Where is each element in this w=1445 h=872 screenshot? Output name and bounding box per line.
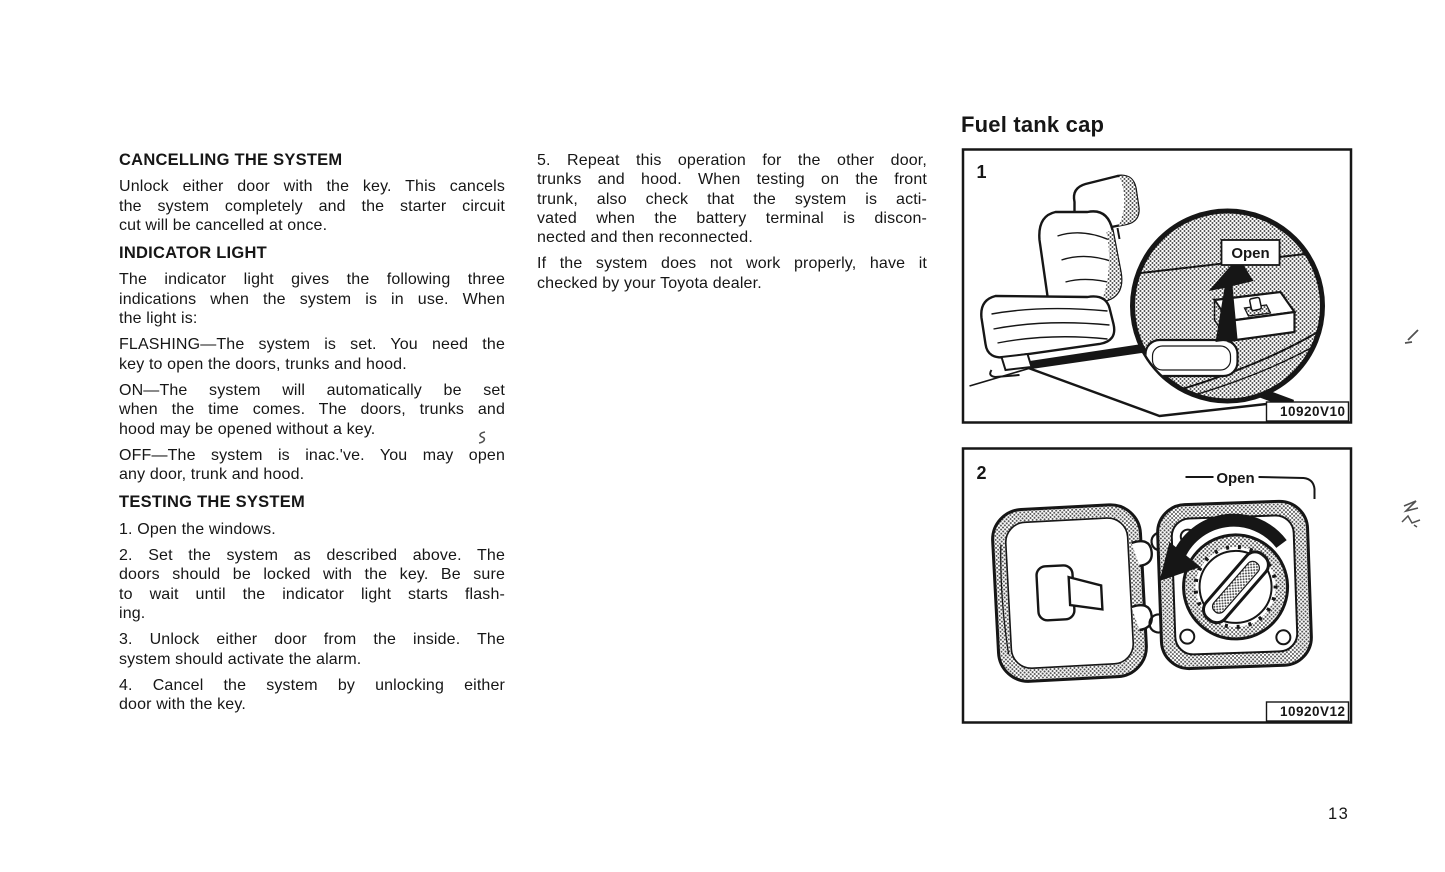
open-callout-box	[1220, 239, 1281, 266]
page-title: Fuel tank cap	[961, 112, 1105, 137]
fuel-filler-door	[991, 503, 1148, 683]
open-callout: Open	[1185, 470, 1316, 499]
turn-open-arrow	[1159, 513, 1287, 581]
figure-number: 2	[977, 463, 987, 483]
screw	[1179, 628, 1196, 645]
magnifier-circle: Open	[1130, 208, 1325, 404]
step-1: 1. Open the windows.	[119, 520, 276, 538]
scan-artifact	[478, 431, 486, 444]
step-4: 4. Cancel the system by unlocking either…	[119, 676, 505, 714]
fuel-tank-cap	[1182, 533, 1290, 641]
figure-1-illustration: Open 1 10920V10	[961, 148, 1353, 424]
paragraph-dealer-note: If the system does not work properly, ha…	[537, 255, 927, 292]
screw	[1275, 629, 1292, 646]
step-3: 3. Unlock either door from the inside. T…	[119, 631, 505, 668]
left-text-column: CANCELLING THE SYSTEM Unlock either door…	[119, 151, 505, 721]
paragraph: Unlock either door with the key. This ca…	[119, 178, 505, 234]
section-heading-testing: TESTING THE SYSTEM	[119, 493, 306, 512]
figure-code-box	[1265, 701, 1350, 722]
open-callout-label: Open	[1231, 245, 1269, 262]
paragraph: The indicator light gives the following …	[119, 271, 505, 328]
middle-text-column: 5. Repeat this operation for the other d…	[537, 151, 927, 300]
pull-up-arrow	[1208, 257, 1254, 342]
section-heading-indicator-light: INDICATOR LIGHT	[119, 244, 267, 263]
figure-number: 1	[977, 162, 987, 182]
right-figure-column: Fuel tank cap	[961, 112, 1353, 724]
paragraph-off: OFF—The system is inac.'ve. You may open…	[119, 446, 505, 484]
filler-recess	[1156, 499, 1313, 671]
open-callout-label: Open	[1216, 470, 1254, 487]
step-5: 5. Repeat this operation for the other d…	[537, 152, 927, 247]
page-number: 13	[1328, 805, 1350, 823]
figure-code: 10920V12	[1280, 704, 1346, 719]
paragraph-flashing: FLASHING—The system is set. You need the…	[119, 336, 505, 373]
figure-code: 10920V10	[1280, 404, 1346, 419]
section-heading-cancelling: CANCELLING THE SYSTEM	[119, 151, 343, 169]
scan-artifact	[1404, 329, 1419, 344]
figure-2-illustration: Open 2 10920V12	[961, 447, 1353, 724]
scan-artifact	[1401, 500, 1421, 528]
step-2: 2. Set the system as described above. Th…	[119, 547, 505, 622]
figure-code-box	[1265, 401, 1350, 422]
car-seat	[980, 174, 1140, 379]
